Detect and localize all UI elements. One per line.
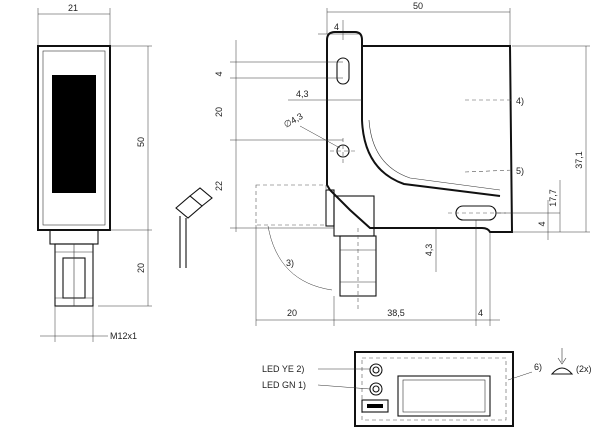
front-connector-height-dimension: 20 [136, 263, 146, 273]
vertical-4-3-dimension: 4,3 [424, 244, 434, 257]
front-connector [49, 229, 99, 245]
bottom-4-dimension: 4 [478, 308, 483, 318]
slot-spacing-dimension: 4,3 [296, 89, 309, 99]
mounting-slot-top [336, 57, 350, 85]
side-connector [333, 195, 375, 237]
callout-4: 4) [516, 96, 524, 106]
right-37-1-dimension: 37,1 [574, 151, 584, 169]
led-green [369, 382, 383, 396]
top-hole-dimension: 4 [214, 71, 224, 76]
led-yellow [369, 363, 383, 377]
callout-2x: (2x) [576, 364, 592, 374]
vertical-22-dimension: 22 [214, 181, 224, 191]
top-view: LED YE 2) LED GN 1) 6) (2x) [262, 348, 592, 427]
callout-5: 5) [516, 166, 524, 176]
led-gn-label: LED GN 1) [262, 380, 306, 390]
push-button-icon [550, 367, 574, 375]
top-housing [354, 351, 514, 427]
right-17-7-dimension: 17,7 [548, 189, 558, 207]
callout-6: 6) [534, 362, 542, 372]
side-total-width-dimension: 50 [413, 1, 423, 11]
thread-label: M12x1 [110, 331, 137, 341]
slot-offset-dimension: 4 [334, 22, 339, 32]
led-ye-label: LED YE 2) [262, 364, 304, 374]
side-housing [326, 31, 514, 233]
front-body-height-dimension: 50 [136, 137, 146, 147]
callout-3: 3) [286, 258, 294, 268]
display-window [397, 375, 491, 417]
vertical-20-dimension: 20 [214, 107, 224, 117]
front-width-dimension: 21 [68, 3, 78, 13]
right-4-dimension: 4 [537, 221, 547, 226]
bottom-38-5-dimension: 38,5 [387, 308, 405, 318]
cable-connector-sketch [175, 187, 213, 268]
front-lens-window [52, 75, 96, 193]
side-view: 50 4 4) 5) 3) [214, 1, 590, 326]
bottom-20-dimension: 20 [287, 308, 297, 318]
front-view: 21 50 20 M12x1 [37, 3, 152, 342]
status-pad [361, 399, 389, 413]
